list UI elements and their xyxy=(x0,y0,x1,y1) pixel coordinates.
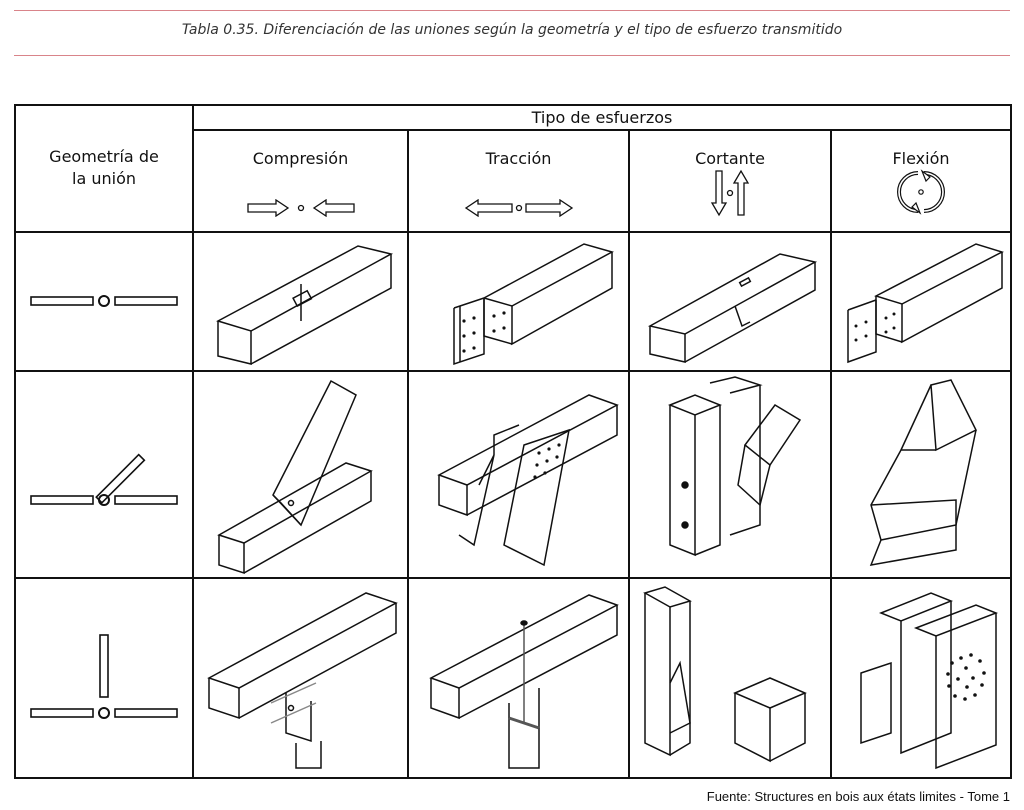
tension-inline-illustration xyxy=(407,230,630,373)
bending-angled-illustration xyxy=(830,370,1012,580)
compression-inline-illustration xyxy=(192,230,409,373)
column-header-flexion: Flexión xyxy=(830,129,1012,233)
angled-joint-icon xyxy=(30,453,178,506)
compression-angled-illustration xyxy=(192,370,409,580)
column-label: Cortante xyxy=(695,149,765,169)
corner-label: Geometría de la unión xyxy=(49,147,159,189)
t-joint-icon xyxy=(30,634,178,720)
shear-arrows-icon xyxy=(710,169,750,221)
geometry-cell-inline xyxy=(14,230,194,373)
joints-table: Geometría de la unión Tipo de esfuerzos … xyxy=(14,103,1012,779)
compression-arrows-icon xyxy=(246,198,356,221)
tension-t-illustration xyxy=(407,577,630,779)
compression-t-illustration xyxy=(192,577,409,779)
table-caption: Tabla 0.35. Diferenciación de las unione… xyxy=(181,22,843,38)
column-label: Flexión xyxy=(892,149,950,169)
column-header-compresion: Compresión xyxy=(192,129,409,233)
column-header-cortante: Cortante xyxy=(628,129,832,233)
column-label: Compresión xyxy=(252,149,349,169)
source-note: Fuente: Structures en bois aux états lim… xyxy=(706,789,1010,804)
super-header-label: Tipo de esfuerzos xyxy=(531,108,673,128)
geometry-cell-t xyxy=(14,577,194,779)
bending-t-illustration xyxy=(830,577,1012,779)
shear-t-illustration xyxy=(628,577,832,779)
bending-rotation-icon xyxy=(896,167,946,221)
shear-angled-illustration xyxy=(628,370,832,580)
inline-joint-icon xyxy=(30,295,178,308)
tension-arrows-icon xyxy=(464,198,574,221)
column-label: Tracción xyxy=(485,149,552,169)
super-header: Tipo de esfuerzos xyxy=(192,103,1012,132)
corner-header: Geometría de la unión xyxy=(14,104,194,233)
bending-inline-illustration xyxy=(830,230,1012,373)
shear-inline-illustration xyxy=(628,230,832,373)
caption-frame: Tabla 0.35. Diferenciación de las unione… xyxy=(14,10,1010,56)
geometry-cell-angled xyxy=(14,370,194,580)
tension-angled-illustration xyxy=(407,370,630,580)
column-header-traccion: Tracción xyxy=(407,129,630,233)
